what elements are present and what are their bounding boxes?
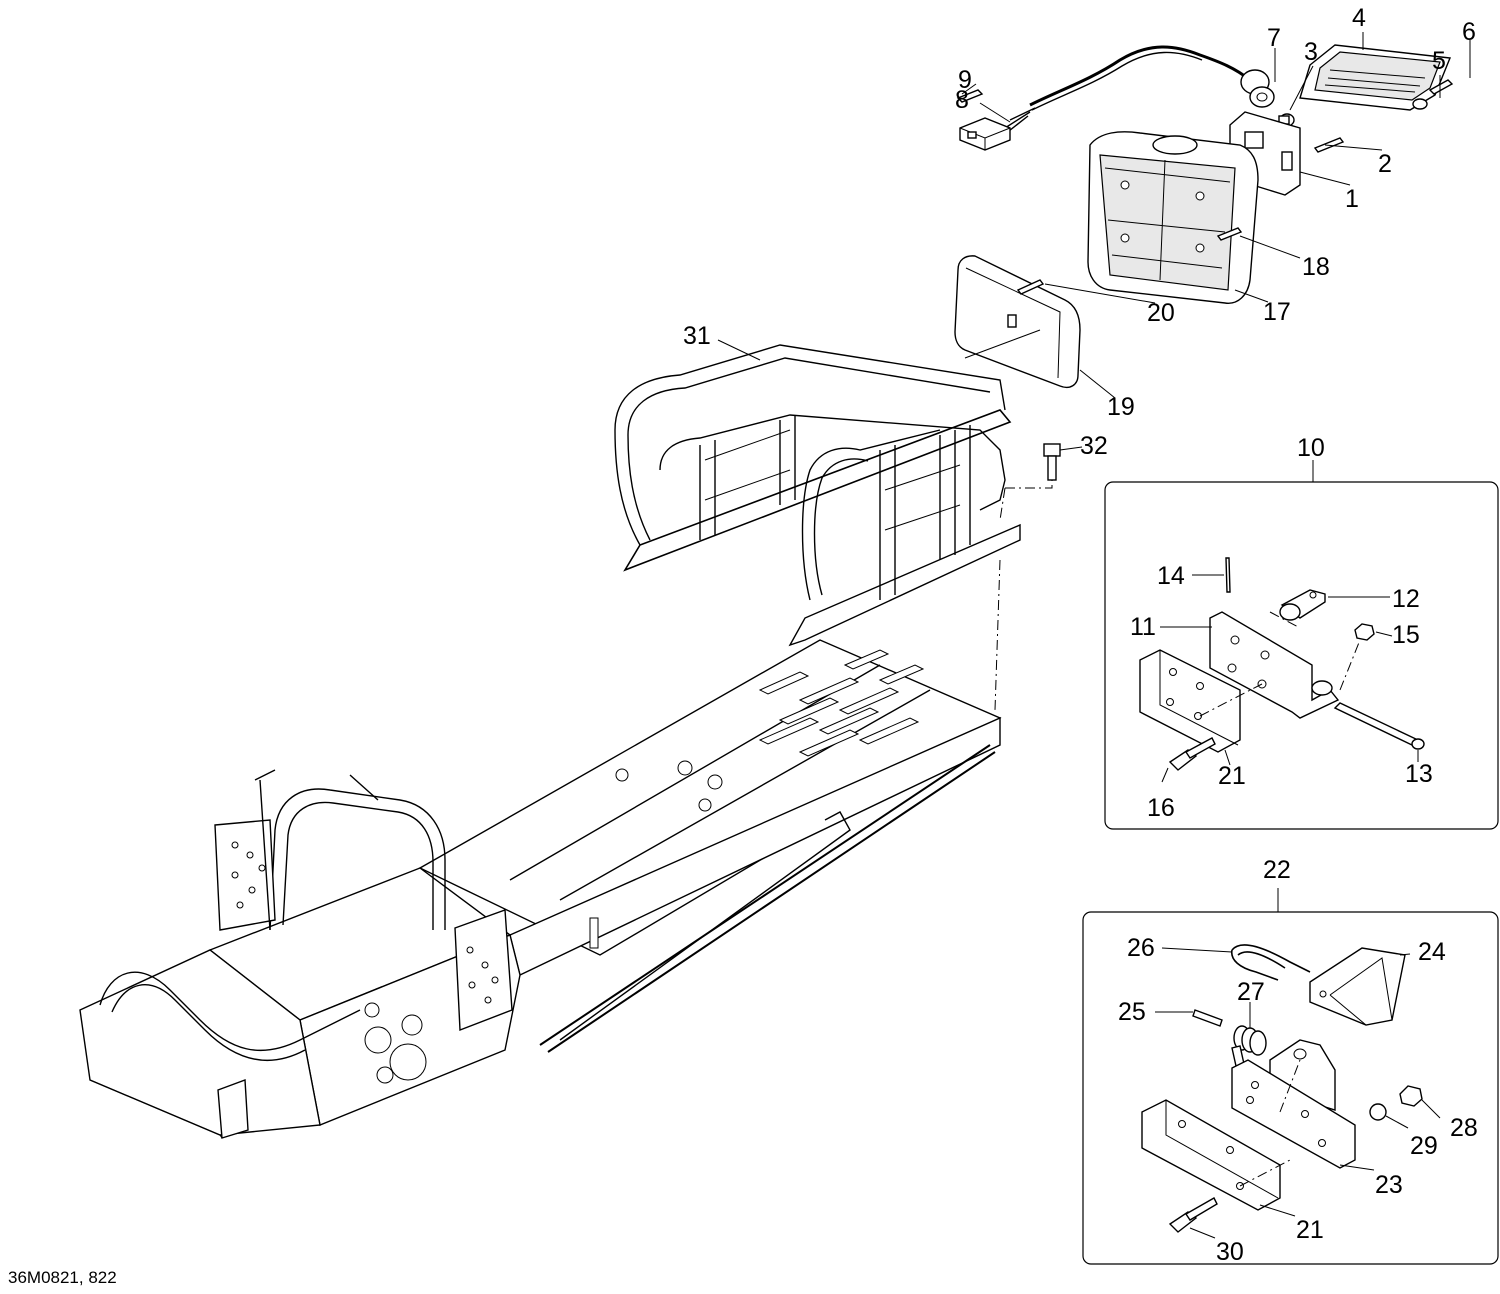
spring-pin xyxy=(1192,1009,1223,1027)
callout-9: 9 xyxy=(958,66,972,94)
chassis-frame xyxy=(79,639,1002,1139)
callout-11: 11 xyxy=(1130,613,1156,641)
tunnel-slots xyxy=(758,649,925,757)
callout-20: 20 xyxy=(1147,299,1175,327)
spring xyxy=(1231,1025,1267,1067)
callout-27: 27 xyxy=(1237,978,1265,1006)
callout-15: 15 xyxy=(1392,621,1420,649)
callout-31: 31 xyxy=(683,322,711,350)
terminal xyxy=(956,89,984,103)
callout-6: 6 xyxy=(1462,18,1476,46)
washer xyxy=(1412,98,1428,110)
plate-holes xyxy=(231,841,499,1004)
callout-32: 32 xyxy=(1080,432,1108,460)
callout-22: 22 xyxy=(1263,856,1291,884)
callout-10: 10 xyxy=(1297,434,1325,462)
leader-lines xyxy=(717,32,1471,1239)
hitch-kit-box xyxy=(1104,460,1499,830)
screw xyxy=(1016,279,1045,295)
washer xyxy=(1369,1103,1387,1121)
screw xyxy=(1428,79,1454,95)
callout-4: 4 xyxy=(1352,4,1366,32)
cradle-holes xyxy=(364,1002,427,1084)
callout-8: 8 xyxy=(955,86,969,114)
callout-18: 18 xyxy=(1302,253,1330,281)
hitch-pad xyxy=(1141,1099,1281,1211)
bolt xyxy=(1168,737,1216,771)
hairpin-clip xyxy=(1231,944,1311,981)
callout-26: 26 xyxy=(1127,934,1155,962)
drawing-reference-number: 36M0821, 822 xyxy=(8,1268,117,1287)
tail-lens xyxy=(1299,44,1451,111)
callout-5: 5 xyxy=(1432,47,1446,75)
rear-rack xyxy=(614,344,1021,647)
callout-7: 7 xyxy=(1267,24,1281,52)
callout-28: 28 xyxy=(1450,1114,1478,1142)
callout-14: 14 xyxy=(1157,562,1185,590)
callout-23: 23 xyxy=(1375,1171,1403,1199)
taillight-assembly xyxy=(954,44,1454,389)
hitch-assembly-box xyxy=(1082,888,1499,1265)
hitch-body xyxy=(1231,1039,1356,1169)
clevis xyxy=(1279,589,1326,621)
callout-21a: 21 xyxy=(1218,762,1246,790)
callout-29: 29 xyxy=(1410,1132,1438,1160)
connector xyxy=(959,117,1011,151)
callout-24: 24 xyxy=(1418,938,1446,966)
light-housing xyxy=(1087,131,1259,304)
nut xyxy=(1354,623,1375,641)
callout-16: 16 xyxy=(1147,794,1175,822)
hitch-plate xyxy=(1209,611,1340,719)
bulb-socket xyxy=(1240,69,1275,108)
callout-17: 17 xyxy=(1263,298,1291,326)
callout-13: 13 xyxy=(1405,760,1433,788)
callout-30: 30 xyxy=(1216,1238,1244,1266)
callout-19: 19 xyxy=(1107,393,1135,421)
pin xyxy=(1225,557,1231,593)
hitch-pad xyxy=(1139,649,1241,753)
callout-12: 12 xyxy=(1392,585,1420,613)
callout-2: 2 xyxy=(1378,150,1392,178)
hitch-shield xyxy=(1309,947,1406,1026)
callout-1: 1 xyxy=(1345,185,1359,213)
nut xyxy=(1399,1085,1423,1107)
bolt xyxy=(1168,1197,1218,1233)
bolt xyxy=(1043,443,1061,481)
rear-pad xyxy=(954,255,1081,389)
callout-25: 25 xyxy=(1118,998,1146,1026)
callout-3: 3 xyxy=(1304,38,1318,66)
callout-21b: 21 xyxy=(1296,1216,1324,1244)
screw xyxy=(1216,227,1243,241)
bolt xyxy=(1333,702,1425,750)
